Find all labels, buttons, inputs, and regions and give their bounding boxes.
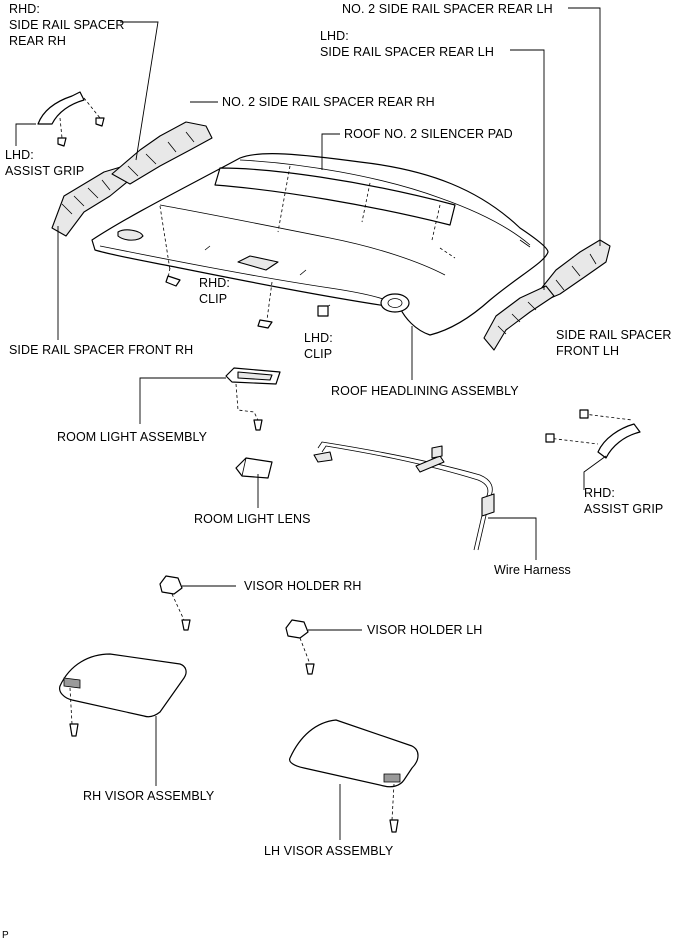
label-rhd-side-rail-spacer-rear-rh: RHD: SIDE RAIL SPACER REAR RH bbox=[9, 1, 125, 49]
label-line: RHD: bbox=[9, 2, 40, 16]
label-room-light-assembly: ROOM LIGHT ASSEMBLY bbox=[57, 430, 208, 444]
clip-lhd bbox=[317, 304, 331, 317]
label-line: CLIP bbox=[304, 347, 333, 361]
room-light-assembly-part bbox=[225, 367, 281, 431]
assist-grip-rhd-part bbox=[545, 409, 641, 459]
corner-mark: P bbox=[2, 930, 9, 941]
label-no2-side-rail-spacer-rear-rh: NO. 2 SIDE RAIL SPACER REAR RH bbox=[222, 95, 435, 109]
label-rh-visor-assembly: RH VISOR ASSEMBLY bbox=[83, 789, 215, 803]
label-lhd-side-rail-spacer-rear-lh: LHD: SIDE RAIL SPACER REAR LH bbox=[320, 28, 494, 60]
clip-rhd bbox=[165, 267, 273, 329]
label-side-rail-spacer-front-lh: SIDE RAIL SPACER FRONT LH bbox=[556, 327, 672, 359]
label-lhd-clip: LHD: CLIP bbox=[304, 330, 333, 362]
side-rail-spacer-rear-rh-part bbox=[111, 121, 213, 185]
label-line: FRONT LH bbox=[556, 344, 620, 358]
visor-holder-lh-part bbox=[285, 619, 315, 675]
label-rhd-assist-grip: RHD: ASSIST GRIP bbox=[584, 485, 663, 517]
label-side-rail-spacer-front-rh: SIDE RAIL SPACER FRONT RH bbox=[9, 343, 194, 357]
label-line: LHD: bbox=[5, 148, 34, 162]
label-room-light-lens: ROOM LIGHT LENS bbox=[194, 512, 311, 526]
label-line: SIDE RAIL SPACER REAR LH bbox=[320, 45, 494, 59]
wire-harness-part bbox=[313, 441, 495, 551]
label-visor-holder-rh: VISOR HOLDER RH bbox=[244, 579, 362, 593]
label-roof-no2-silencer-pad: ROOF NO. 2 SILENCER PAD bbox=[344, 127, 513, 141]
assist-grip-lhd-part bbox=[37, 91, 105, 147]
roof-headlining-part bbox=[91, 153, 549, 336]
label-line: SIDE RAIL SPACER bbox=[556, 328, 672, 342]
label-no2-side-rail-spacer-rear-lh: NO. 2 SIDE RAIL SPACER REAR LH bbox=[342, 2, 553, 16]
label-line: SIDE RAIL SPACER bbox=[9, 18, 125, 32]
label-line: REAR RH bbox=[9, 34, 66, 48]
side-rail-spacer-front-lh-part bbox=[483, 285, 555, 351]
silencer-pad-part bbox=[214, 167, 456, 226]
label-line: LHD: bbox=[320, 29, 349, 43]
label-lhd-assist-grip: LHD: ASSIST GRIP bbox=[5, 147, 84, 179]
lh-visor-part bbox=[289, 719, 419, 833]
visor-holder-rh-part bbox=[159, 575, 191, 631]
label-lh-visor-assembly: LH VISOR ASSEMBLY bbox=[264, 844, 394, 858]
rh-visor-part bbox=[59, 653, 187, 737]
label-line: RHD: bbox=[584, 486, 615, 500]
label-visor-holder-lh: VISOR HOLDER LH bbox=[367, 623, 483, 637]
label-rhd-clip: RHD: CLIP bbox=[199, 275, 230, 307]
leader-lines bbox=[15, 7, 607, 840]
label-line: RHD: bbox=[199, 276, 230, 290]
label-line: CLIP bbox=[199, 292, 228, 306]
label-line: ASSIST GRIP bbox=[5, 164, 85, 178]
label-roof-headlining-assembly: ROOF HEADLINING ASSEMBLY bbox=[331, 384, 519, 398]
room-light-lens-part bbox=[235, 457, 273, 479]
label-wire-harness: Wire Harness bbox=[494, 563, 571, 577]
label-line: LHD: bbox=[304, 331, 333, 345]
label-line: ASSIST GRIP bbox=[584, 502, 664, 516]
